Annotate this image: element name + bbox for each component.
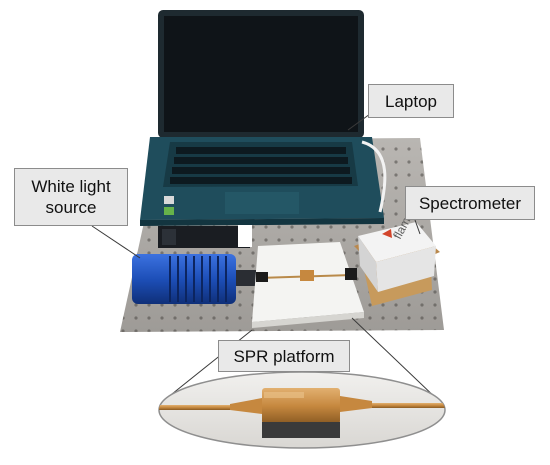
label-white-light-line2: source bbox=[45, 198, 97, 217]
white-light-source bbox=[132, 254, 256, 304]
label-spr-platform: SPR platform bbox=[218, 340, 350, 372]
label-white-light-line1: White light bbox=[31, 177, 111, 196]
spr-platform-zoom-inset bbox=[158, 371, 446, 449]
fiber-connector-right bbox=[345, 268, 357, 280]
label-laptop: Laptop bbox=[368, 84, 454, 118]
label-spr-platform-text: SPR platform bbox=[233, 346, 335, 366]
fiber-connector-left bbox=[256, 272, 268, 282]
spr-platform-base bbox=[252, 242, 364, 328]
label-white-light-source-text: White light source bbox=[31, 176, 110, 218]
label-spectrometer: Spectrometer bbox=[405, 186, 535, 220]
usb-cable bbox=[361, 140, 387, 213]
flame-logo-icon bbox=[382, 229, 392, 238]
light-source-controller bbox=[158, 225, 252, 248]
label-white-light-source: White light source bbox=[14, 168, 128, 226]
label-laptop-text: Laptop bbox=[385, 91, 437, 111]
label-spectrometer-text: Spectrometer bbox=[418, 193, 522, 213]
spectrometer: flame bbox=[354, 209, 440, 306]
laptop bbox=[140, 10, 384, 226]
